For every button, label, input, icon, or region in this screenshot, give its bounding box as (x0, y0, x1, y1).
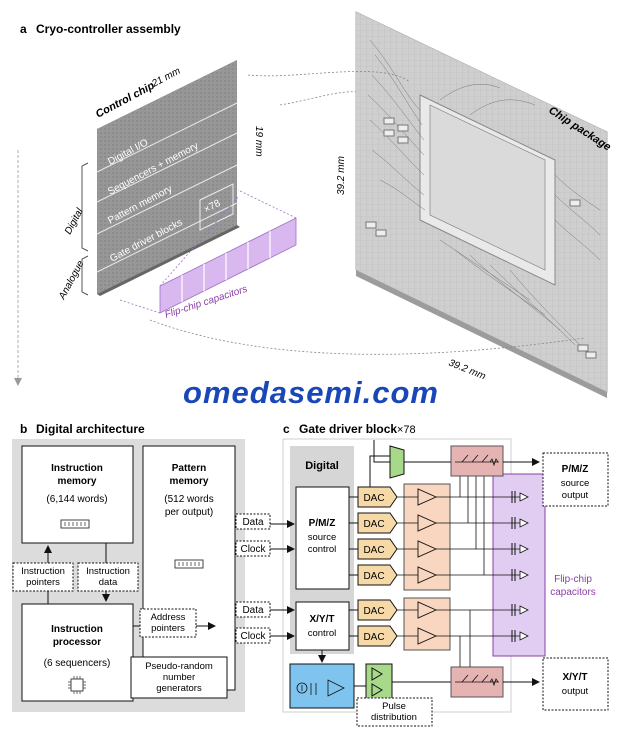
package-width-label: 39.2 mm (447, 358, 487, 383)
clock-label-1-box (235, 540, 271, 557)
clock-label-2-box (235, 627, 271, 644)
xyt-control-sub: control (308, 628, 337, 639)
pmz-output-box (542, 452, 609, 507)
memory-chip-icon (60, 519, 90, 529)
digital-label: Digital (305, 460, 339, 472)
pmz-control-title: P/M/Z (309, 518, 336, 529)
pulse-distribution-label-box (356, 697, 433, 727)
panel-b-letter: b (20, 422, 27, 436)
data-label-1: Data (242, 517, 264, 528)
control-to-dac-lines (349, 496, 358, 637)
chip-package-graphic (355, 11, 608, 398)
panel-a-letter: a (20, 22, 27, 36)
flip-chip-capacitor-strip (119, 189, 297, 314)
pulse-distribution-mux (365, 663, 393, 705)
xyt-output-title: X/Y/T (562, 672, 587, 683)
watermark-text: omedasemi.com (183, 375, 439, 410)
xyt-switch-symbols (455, 674, 499, 687)
capacitor-outputs (519, 492, 529, 641)
dac-label-3: DAC (363, 545, 384, 556)
panel-b-title: Digital architecture (36, 422, 145, 436)
processor-chip-icon (68, 676, 86, 694)
amp-to-xyt-switch-lines (459, 610, 471, 667)
package-height-label: 39.2 mm (336, 156, 347, 195)
flip-chip-capacitor-block (492, 473, 546, 657)
pulse-generator-block (289, 663, 355, 709)
dac-label-2: DAC (363, 519, 384, 530)
pattern-memory-chip-icon (174, 559, 204, 569)
dac-label-4: DAC (363, 571, 384, 582)
instruction-data-label-box (77, 562, 139, 592)
panel-c-title: Gate driver block (299, 422, 397, 436)
xyt-output-box (542, 657, 609, 711)
dac-label-5: DAC (363, 606, 384, 617)
pulse-generator-symbols (296, 679, 345, 697)
panel-a-title: Cryo-controller assembly (36, 22, 181, 36)
capacitor-symbols (511, 491, 516, 642)
data-label-2-box (235, 601, 271, 618)
digital-bracket (81, 162, 89, 252)
pmz-mux (389, 445, 405, 479)
xyt-output-sub: output (562, 686, 589, 697)
control-chip-graphic (96, 60, 240, 296)
data-label-2: Data (242, 605, 264, 616)
digital-bracket-label: Digital (63, 206, 86, 236)
xyt-control-title: X/Y/T (309, 614, 334, 625)
chip-width-label: 21 mm (149, 66, 182, 91)
dac-column (357, 486, 398, 647)
dac-label-6: DAC (363, 632, 384, 643)
projection-lines (149, 71, 586, 355)
instruction-memory-words: (6,144 words) (46, 494, 107, 505)
clock-label-2: Clock (240, 631, 266, 642)
pmz-output-title: P/M/Z (562, 464, 589, 475)
xyt-control-box (295, 601, 350, 651)
dac-label-1: DAC (363, 493, 384, 504)
clock-label-1: Clock (240, 544, 266, 555)
instruction-pointers-label-box (12, 562, 74, 592)
xyt-amplifier-block (403, 597, 451, 651)
pmz-switch-block (450, 445, 504, 477)
data-label-1-box (235, 513, 271, 530)
mux-input-line (373, 440, 390, 463)
panel-c-times78: ×78 (397, 424, 416, 436)
mux-input-line-2 (369, 455, 390, 487)
sequencers-count: (6 sequencers) (44, 658, 111, 669)
panel-c-letter: c (283, 422, 290, 436)
amp-to-capacitor-lines (436, 470, 520, 637)
prng-box (130, 656, 228, 699)
analogue-bracket (81, 255, 89, 296)
address-pointers-label-box (139, 608, 197, 638)
chip-height-label: 19 mm (253, 126, 264, 157)
dac-to-amp-lines (397, 496, 418, 637)
pmz-switch-symbols (455, 454, 499, 467)
pmz-source-control-box (295, 486, 350, 590)
